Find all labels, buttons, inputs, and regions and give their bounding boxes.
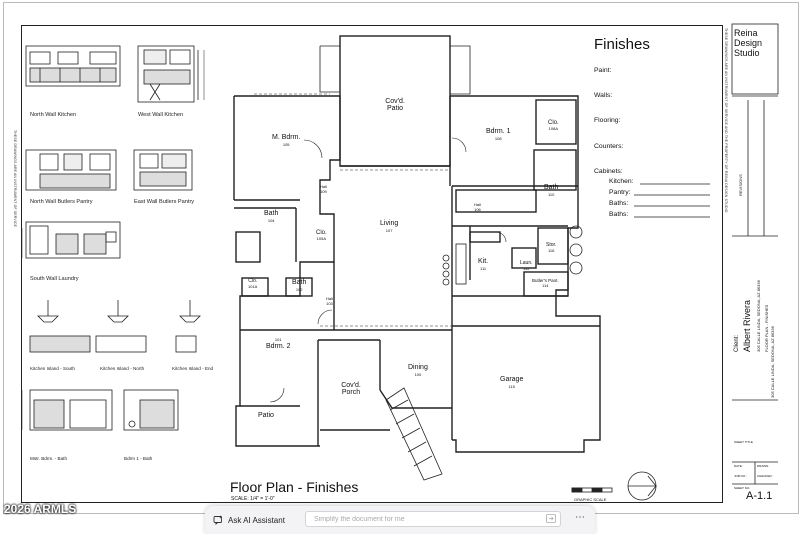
- room-covd-porch: Cov'd. Porch: [341, 382, 361, 396]
- room-clo-108a: Clo.108A: [548, 120, 559, 131]
- sheet-number: A-1.1: [746, 490, 773, 502]
- client-name: Albert Rivera: [742, 299, 752, 352]
- drawing-sheet: [3, 2, 799, 514]
- room-covd-patio: Cov'd. Patio: [385, 98, 405, 112]
- finishes-pantry: Pantry:: [609, 189, 631, 196]
- bath-elevations: [29, 389, 179, 431]
- checked-label: CHECKED:: [757, 474, 773, 478]
- kitchen-island-elevations: [29, 300, 201, 353]
- revisions-label: REVISIONS: [738, 174, 743, 196]
- sheet-description: FLOOR PLAN - FINISHES: [764, 304, 769, 352]
- detail-label: Kitchen Island - End: [172, 366, 214, 371]
- finishes-baths: Baths:: [609, 200, 629, 207]
- detail-label: Kitchen Island - North: [100, 366, 145, 371]
- job-no-label: JOB NO.:: [734, 474, 747, 478]
- door-swings: [269, 137, 507, 403]
- ask-ai-assistant-button[interactable]: Ask AI Assistant: [213, 512, 285, 528]
- room-clo-105a: Clo.105A: [316, 230, 327, 241]
- floor-plan-walls: [233, 35, 601, 453]
- plan-scale: SCALE: 1/4" = 1'-0": [231, 496, 275, 502]
- more-options-icon[interactable]: ⋯: [575, 512, 585, 523]
- graphic-scale-label: GRAPHIC SCALE: [574, 497, 607, 502]
- entry-steps: [385, 387, 443, 481]
- ask-ai-assistant-label: Ask AI Assistant: [228, 515, 285, 525]
- sheet-title-label: SHEET TITLE: [734, 440, 753, 444]
- ai-prompt-input[interactable]: [305, 511, 561, 527]
- client-address: 305 CALLE LINDA, SEDONA, AZ 86336: [756, 280, 761, 352]
- room-laun: Laun.112: [520, 260, 533, 271]
- date-label: DATE:: [734, 464, 743, 468]
- sparkle-chat-icon: [213, 515, 223, 525]
- island-stools: [442, 243, 467, 286]
- room-kit: Kit.111: [478, 258, 489, 271]
- east-wall-butlers-pantry-elevation: [133, 149, 193, 191]
- finishes-kitchen: Kitchen:: [609, 178, 634, 185]
- graphic-scale-bar: [571, 487, 613, 493]
- finishes-walls: Walls:: [594, 92, 613, 99]
- north-wall-kitchen-elevation: [25, 45, 121, 87]
- finishes-flooring: Flooring:: [594, 117, 621, 124]
- room-storage: Stor.116: [546, 242, 557, 253]
- dashed-beams: [254, 93, 456, 327]
- detail-label: North Wall Kitchen: [30, 112, 77, 118]
- detail-label: Kitchen Island - South: [30, 366, 75, 371]
- west-wall-kitchen-elevation: [137, 45, 199, 103]
- firm-logo: Reina Design Studio: [734, 28, 763, 58]
- detail-label: North Wall Butlers Pantry: [30, 199, 93, 205]
- detail-label: Bdrm 1 - Bath: [124, 456, 153, 461]
- drawing-border: [21, 25, 723, 503]
- detail-label: East Wall Butlers Pantry: [134, 199, 195, 205]
- drawn-label: DRAWN:: [757, 464, 770, 468]
- room-clo-101a: Clo.101A: [248, 278, 258, 289]
- send-icon[interactable]: [545, 514, 557, 525]
- project-address: 305 CALLE LINDA, SEDONA, AZ 86336: [770, 326, 775, 398]
- north-wall-butlers-pantry-elevation: [25, 149, 117, 191]
- finishes-baths-2: Baths:: [609, 211, 629, 218]
- room-butlers-pant: Butler's Pant.114: [532, 278, 559, 288]
- ai-assistant-bar: Ask AI Assistant ⋯: [205, 506, 595, 534]
- client-label: Client:: [734, 334, 740, 352]
- finishes-title: Finishes: [594, 36, 650, 53]
- finishes-counters: Counters:: [594, 143, 624, 150]
- detail-label: West Wall Kitchen: [138, 112, 184, 118]
- plan-title: Floor Plan - Finishes: [230, 479, 359, 495]
- room-m-bdrm: M. Bdrm.105: [272, 134, 301, 147]
- mls-watermark: 2026 ARMLS: [4, 502, 77, 516]
- finishes-cabinets: Cabinets:: [594, 168, 623, 175]
- finishes-paint: Paint:: [594, 67, 612, 74]
- spa-fixtures: [569, 225, 583, 275]
- north-arrow: [627, 471, 657, 501]
- sheet-no-label: SHEET NO.: [734, 486, 751, 490]
- room-patio: Patio: [258, 412, 274, 419]
- south-wall-laundry-elevation: [25, 221, 121, 259]
- detail-label: South Wall Laundry: [30, 276, 79, 282]
- detail-label: Mstr. Bdrm. - Bath: [30, 456, 68, 461]
